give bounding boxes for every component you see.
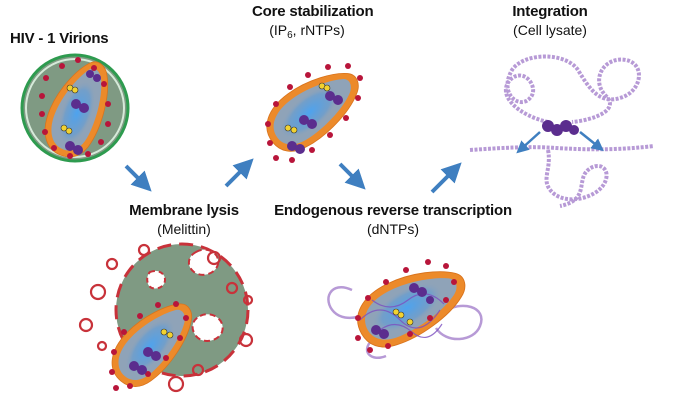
step-virions-title: HIV - 1 Virions — [10, 30, 109, 47]
step-lysis-condition: (Melittin) — [157, 221, 211, 237]
arrow-stabilization-to-ert — [338, 162, 366, 190]
capsid-core-icon — [254, 53, 372, 164]
arrow-lysis-to-stabilization — [224, 158, 254, 188]
step-ert-condition: (dNTPs) — [366, 221, 420, 237]
step-stabilization-title: Core stabilization — [252, 3, 374, 20]
flow-arrows — [124, 158, 462, 194]
step-integration-condition: (Cell lysate) — [513, 22, 587, 38]
hiv-virion-icon — [20, 51, 130, 165]
reverse-transcription-core-icon — [327, 249, 483, 360]
step-integration-title: Integration — [512, 3, 588, 20]
arrow-ert-to-integration — [430, 162, 462, 194]
step-lysis-title: Membrane lysis — [129, 202, 239, 219]
step-ert-title: Endogenous reverse transcription — [274, 202, 512, 219]
lysed-membrane-icon — [78, 242, 254, 398]
step-stabilization-condition: (IP6, rNTPs) — [269, 22, 345, 41]
integration-dna-icon — [469, 54, 655, 208]
arrow-virions-to-lysis — [124, 164, 152, 192]
